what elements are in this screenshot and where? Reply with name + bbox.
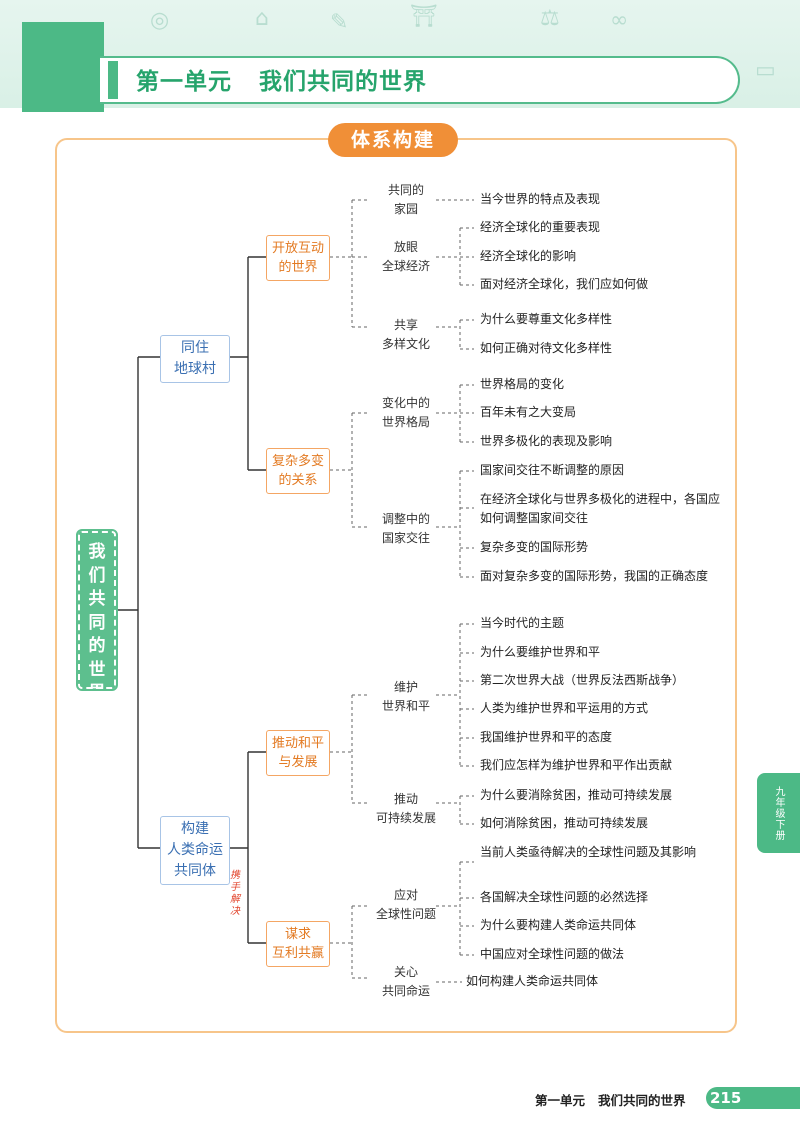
leaf-item: 当今世界的特点及表现 <box>480 192 601 206</box>
leaf-item: 为什么要维护世界和平 <box>480 645 601 659</box>
level3-node: 共同的 家园 <box>387 183 424 216</box>
leaf-item: 为什么要尊重文化多样性 <box>480 312 613 326</box>
leaf-item: 人类为维护世界和平运用的方式 <box>480 701 649 715</box>
mindmap-root: 我们共同的世界 <box>76 529 118 703</box>
leaf-item: 百年未有之大变局 <box>480 405 577 419</box>
level2-node-peace-development: 推动和平 与发展 <box>266 730 330 776</box>
leaf-item: 我国维护世界和平的态度 <box>480 730 613 744</box>
briefcase-icon: ▭ <box>755 58 776 83</box>
grade-side-tab: 九年级下册 <box>757 773 800 853</box>
handwritten-note: 携手解决 <box>230 870 240 917</box>
level3-node: 共享 多样文化 <box>381 318 430 351</box>
leaf-item: 世界多极化的表现及影响 <box>480 434 613 448</box>
leaf-item: 如何消除贫困，推动可持续发展 <box>480 816 649 830</box>
leaf-item: 第二次世界大战（世界反法西斯战争） <box>480 673 685 687</box>
leaf-item: 如何构建人类命运共同体 <box>466 974 599 988</box>
header-accent-bar <box>108 61 118 99</box>
handcuffs-icon: ∞ <box>610 8 629 33</box>
unit-title: 第一单元 我们共同的世界 <box>136 69 428 95</box>
page-number: 215 <box>706 1087 800 1109</box>
level3-node: 关心 共同命运 <box>381 965 430 998</box>
leaf-item: 当今时代的主题 <box>480 616 565 630</box>
leaf-item: 为什么要消除贫困，推动可持续发展 <box>480 788 673 802</box>
level3-node: 推动 可持续发展 <box>375 792 436 825</box>
level3-node: 调整中的 国家交往 <box>381 512 430 545</box>
section-title: 体系构建 <box>328 123 458 157</box>
leaf-item: 我们应怎样为维护世界和平作出贡献 <box>480 758 673 772</box>
header-tab <box>22 22 104 112</box>
level3-node: 变化中的 世界格局 <box>381 396 430 429</box>
leaf-item: 世界格局的变化 <box>480 377 565 391</box>
leaf-item: 在经济全球化与世界多极化的进程中，各国应如何调整国家间交往 <box>480 492 721 525</box>
temple-icon: ⛩ <box>410 4 438 29</box>
level3-node: 放眼 全球经济 <box>381 240 430 273</box>
header-title-bar <box>100 56 740 104</box>
leaf-item: 面对复杂多变的国际形势，我国的正确态度 <box>480 569 709 583</box>
level1-node-community: 构建 人类命运 共同体 <box>160 816 230 885</box>
level2-node-mutual-benefit: 谋求 互利共赢 <box>266 921 330 967</box>
leaf-item: 为什么要构建人类命运共同体 <box>480 918 637 932</box>
level3-node: 维护 世界和平 <box>381 680 430 713</box>
level2-node-complex-relations: 复杂多变 的关系 <box>266 448 330 494</box>
root-label: 我们共同的世界 <box>88 542 106 703</box>
leaf-item: 经济全球化的重要表现 <box>480 220 601 234</box>
pen-icon: ✎ <box>330 10 349 35</box>
leaf-item: 如何正确对待文化多样性 <box>480 341 613 355</box>
leaf-item: 经济全球化的影响 <box>480 249 577 263</box>
globe-icon: ◎ <box>150 8 170 33</box>
leaf-item: 面对经济全球化，我们应如何做 <box>480 277 649 291</box>
scales-icon: ⚖ <box>540 6 560 31</box>
leaf-item: 复杂多变的国际形势 <box>480 540 589 554</box>
level3-node: 应对 全球性问题 <box>375 888 436 921</box>
leaf-item: 各国解决全球性问题的必然选择 <box>480 890 649 904</box>
leaf-item: 中国应对全球性问题的做法 <box>480 947 625 961</box>
footer-unit-title: 第一单元 我们共同的世界 <box>535 1093 686 1108</box>
level1-node-earth-village: 同住 地球村 <box>160 335 230 383</box>
leaf-item: 国家间交往不断调整的原因 <box>480 463 625 477</box>
building-icon: ⌂ <box>255 6 269 31</box>
leaf-item: 当前人类亟待解决的全球性问题及其影响 <box>480 845 697 859</box>
level2-node-open-world: 开放互动 的世界 <box>266 235 330 281</box>
